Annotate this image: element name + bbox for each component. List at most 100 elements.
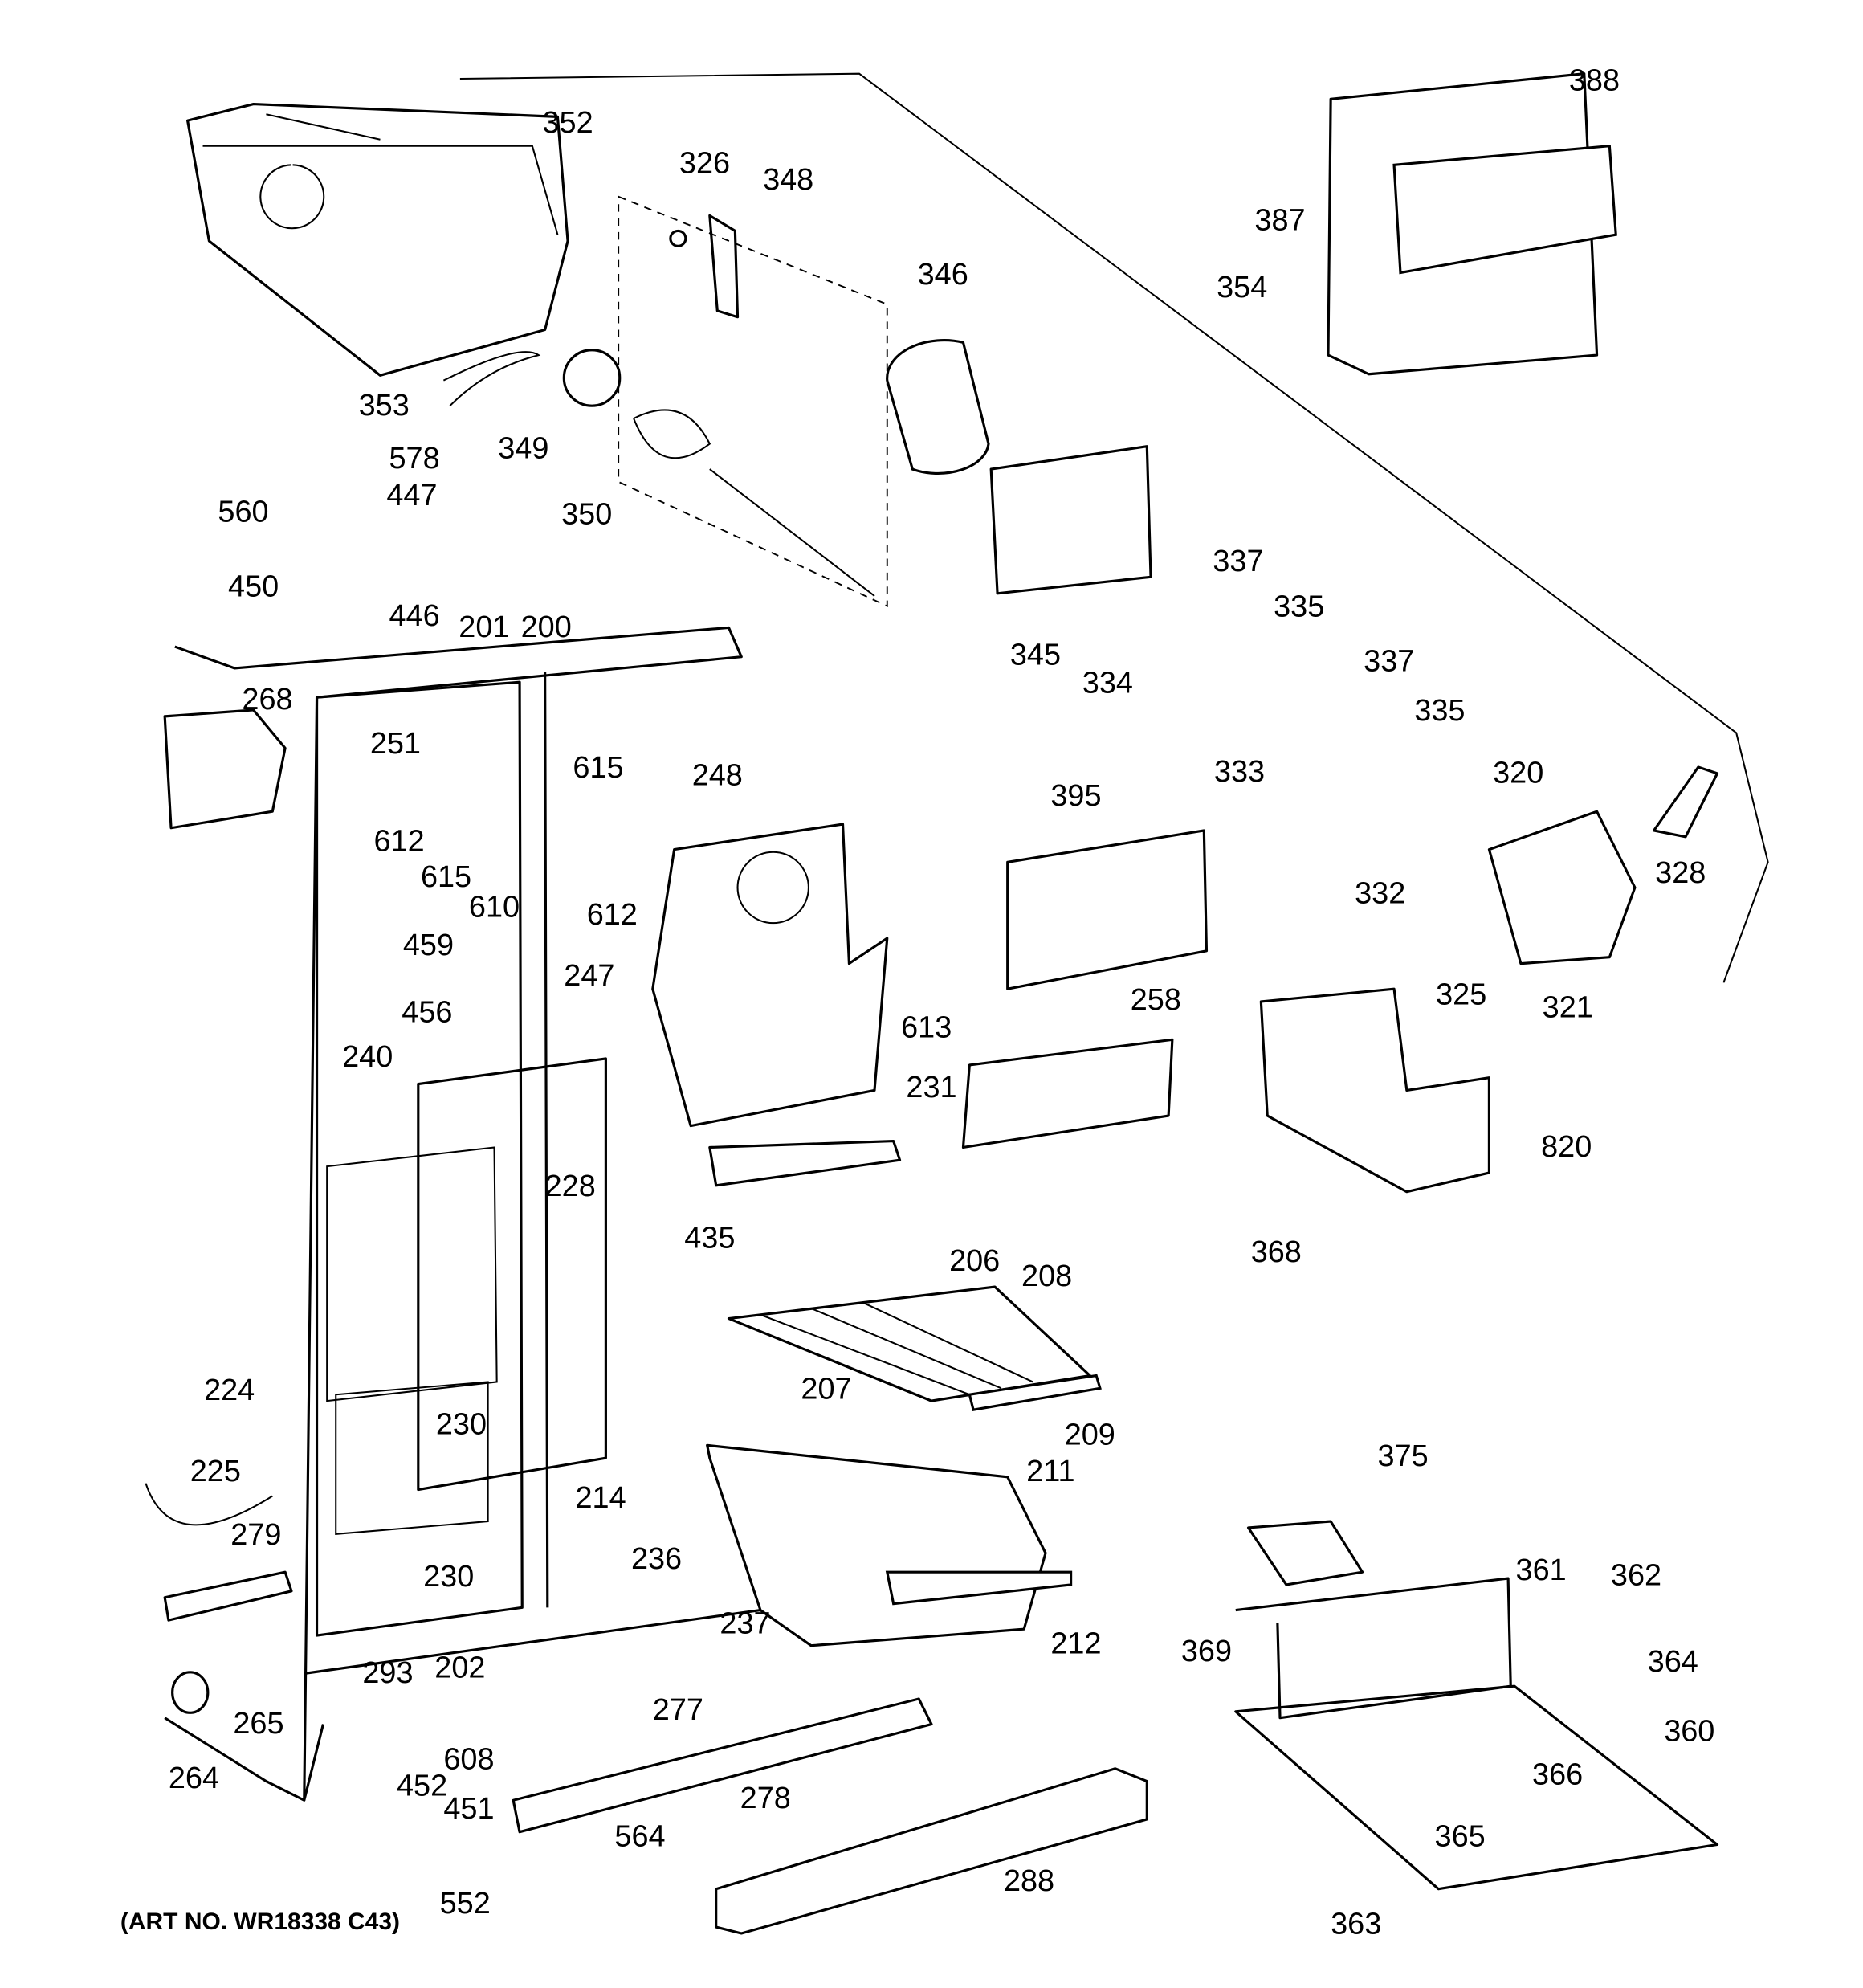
auger-assembly-outline [618, 195, 888, 608]
cabinet-drawing [163, 626, 761, 1802]
art-number: (ART NO. WR18338 C43) [120, 1908, 400, 1935]
part-label-360: 360 [1664, 1715, 1714, 1749]
part-label-214: 214 [575, 1481, 626, 1515]
part-label-348: 348 [763, 163, 813, 197]
part-label-346: 346 [918, 258, 968, 292]
part-label-208: 208 [1021, 1259, 1072, 1293]
part-label-247: 247 [564, 959, 614, 993]
part-label-375: 375 [1378, 1439, 1429, 1473]
part-label-337: 337 [1213, 545, 1263, 578]
part-label-334: 334 [1082, 666, 1133, 700]
section-boundary-line [459, 72, 1769, 983]
part-label-362: 362 [1611, 1558, 1661, 1592]
part-label-337: 337 [1364, 645, 1414, 679]
part-label-446: 446 [389, 599, 439, 633]
part-label-321: 321 [1543, 990, 1593, 1024]
part-label-560: 560 [218, 495, 268, 529]
part-label-251: 251 [370, 727, 421, 761]
part-label-224: 224 [204, 1374, 255, 1407]
part-label-212: 212 [1050, 1627, 1101, 1661]
part-label-578: 578 [389, 442, 439, 476]
part-label-459: 459 [403, 929, 454, 962]
panel-258-drawing [961, 1038, 1174, 1149]
part-label-364: 364 [1648, 1645, 1698, 1679]
part-label-258: 258 [1131, 983, 1181, 1017]
part-label-369: 369 [1181, 1635, 1232, 1668]
part-label-564: 564 [614, 1820, 665, 1854]
part-label-230: 230 [423, 1560, 474, 1594]
dispenser-door-drawing [1327, 72, 1599, 376]
part-label-228: 228 [545, 1170, 596, 1203]
machine-cover-drawing [1234, 1684, 1719, 1891]
part-label-209: 209 [1065, 1418, 1115, 1451]
part-label-293: 293 [362, 1656, 413, 1690]
part-label-612: 612 [587, 898, 638, 932]
part-label-352: 352 [542, 106, 593, 140]
auger-drawing [633, 409, 875, 597]
part-label-451: 451 [443, 1792, 494, 1826]
part-label-268: 268 [242, 683, 292, 716]
part-label-237: 237 [720, 1606, 770, 1640]
part-label-240: 240 [342, 1040, 393, 1074]
part-label-613: 613 [901, 1011, 952, 1045]
part-label-201: 201 [459, 610, 509, 644]
part-label-248: 248 [692, 759, 743, 793]
evaporator-drawing [326, 1146, 498, 1535]
part-label-456: 456 [402, 996, 452, 1030]
part-label-206: 206 [949, 1244, 1000, 1278]
part-label-349: 349 [498, 431, 548, 465]
part-label-612: 612 [374, 825, 425, 859]
part-label-325: 325 [1436, 978, 1486, 1012]
part-label-326: 326 [679, 146, 730, 180]
part-label-366: 366 [1532, 1757, 1583, 1791]
ice-bucket-drawing [185, 103, 569, 406]
part-label-363: 363 [1331, 1908, 1381, 1941]
part-label-320: 320 [1493, 756, 1543, 790]
part-label-278: 278 [740, 1782, 791, 1815]
panel-395-drawing [1006, 829, 1209, 990]
bracket-279-drawing [163, 1570, 293, 1622]
part-label-387: 387 [1254, 203, 1305, 237]
part-label-207: 207 [801, 1372, 851, 1406]
part-label-333: 333 [1214, 755, 1265, 789]
part-label-288: 288 [1004, 1864, 1054, 1898]
tube-225-drawing [145, 1483, 273, 1526]
part-label-279: 279 [230, 1518, 281, 1552]
rail-drawing [512, 1697, 933, 1834]
fan-housing-drawing [651, 823, 889, 1128]
part-label-264: 264 [169, 1761, 219, 1795]
part-label-820: 820 [1541, 1130, 1592, 1164]
part-label-435: 435 [684, 1222, 735, 1255]
part-label-335: 335 [1274, 590, 1324, 624]
auger-motor-drawing [1487, 810, 1637, 965]
part-label-225: 225 [190, 1455, 241, 1488]
part-label-345: 345 [1010, 639, 1061, 672]
auger-bearing-drawing [562, 349, 622, 407]
mounting-plate-drawing [989, 445, 1152, 595]
part-label-211: 211 [1026, 1455, 1074, 1488]
part-label-361: 361 [1516, 1553, 1567, 1587]
part-label-353: 353 [359, 389, 410, 423]
part-label-450: 450 [228, 569, 279, 603]
part-label-615: 615 [421, 860, 471, 894]
part-label-608: 608 [443, 1742, 494, 1776]
part-label-354: 354 [1217, 271, 1267, 304]
part-label-328: 328 [1655, 856, 1706, 890]
part-label-552: 552 [440, 1887, 491, 1921]
motor-drawing [886, 339, 990, 476]
relay-drawing [1246, 1520, 1364, 1586]
part-label-335: 335 [1414, 694, 1465, 728]
evaporator-cover-drawing [417, 1057, 607, 1492]
icemaker-drawing [1259, 987, 1490, 1194]
part-label-615: 615 [573, 751, 623, 785]
part-label-230: 230 [436, 1408, 487, 1442]
part-label-388: 388 [1569, 64, 1620, 98]
part-label-365: 365 [1435, 1820, 1486, 1854]
part-label-200: 200 [521, 610, 572, 644]
part-label-452: 452 [397, 1769, 447, 1802]
part-label-277: 277 [653, 1693, 703, 1727]
part-264-drawing [171, 1671, 210, 1714]
part-label-332: 332 [1355, 876, 1405, 910]
